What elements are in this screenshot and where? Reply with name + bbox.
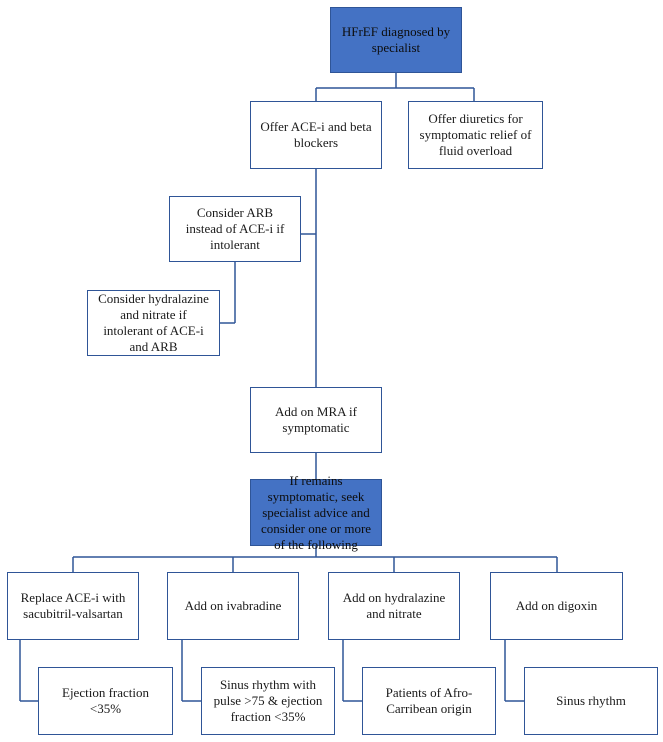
node-remains-symptomatic: If remains symptomatic, seek specialist … bbox=[250, 473, 382, 552]
node-hfref-diagnosed: HFrEF diagnosed by specialist bbox=[330, 7, 462, 73]
node-ace-beta-blockers: Offer ACE-i and beta blockers bbox=[250, 101, 382, 169]
node-digoxin: Add on digoxin bbox=[490, 572, 623, 640]
node-hydralazine-nitrate: Add on hydralazine and nitrate bbox=[328, 572, 460, 640]
node-sinus-rhythm: Sinus rhythm bbox=[524, 667, 658, 735]
node-sacubitril-valsartan: Replace ACE-i with sacubitril-valsartan bbox=[7, 572, 139, 640]
node-consider-arb: Consider ARB instead of ACE-i if intoler… bbox=[169, 196, 301, 262]
node-hydralazine-nitrate-intolerant: Consider hydralazine and nitrate if into… bbox=[87, 290, 220, 356]
node-ejection-fraction: Ejection fraction <35% bbox=[38, 667, 173, 735]
node-sinus-rhythm-pulse: Sinus rhythm with pulse >75 & ejection f… bbox=[201, 667, 335, 735]
node-afro-caribbean: Patients of Afro-Carribean origin bbox=[362, 667, 496, 735]
node-add-mra: Add on MRA if symptomatic bbox=[250, 387, 382, 453]
node-ivabradine: Add on ivabradine bbox=[167, 572, 299, 640]
node-diuretics: Offer diuretics for symptomatic relief o… bbox=[408, 101, 543, 169]
